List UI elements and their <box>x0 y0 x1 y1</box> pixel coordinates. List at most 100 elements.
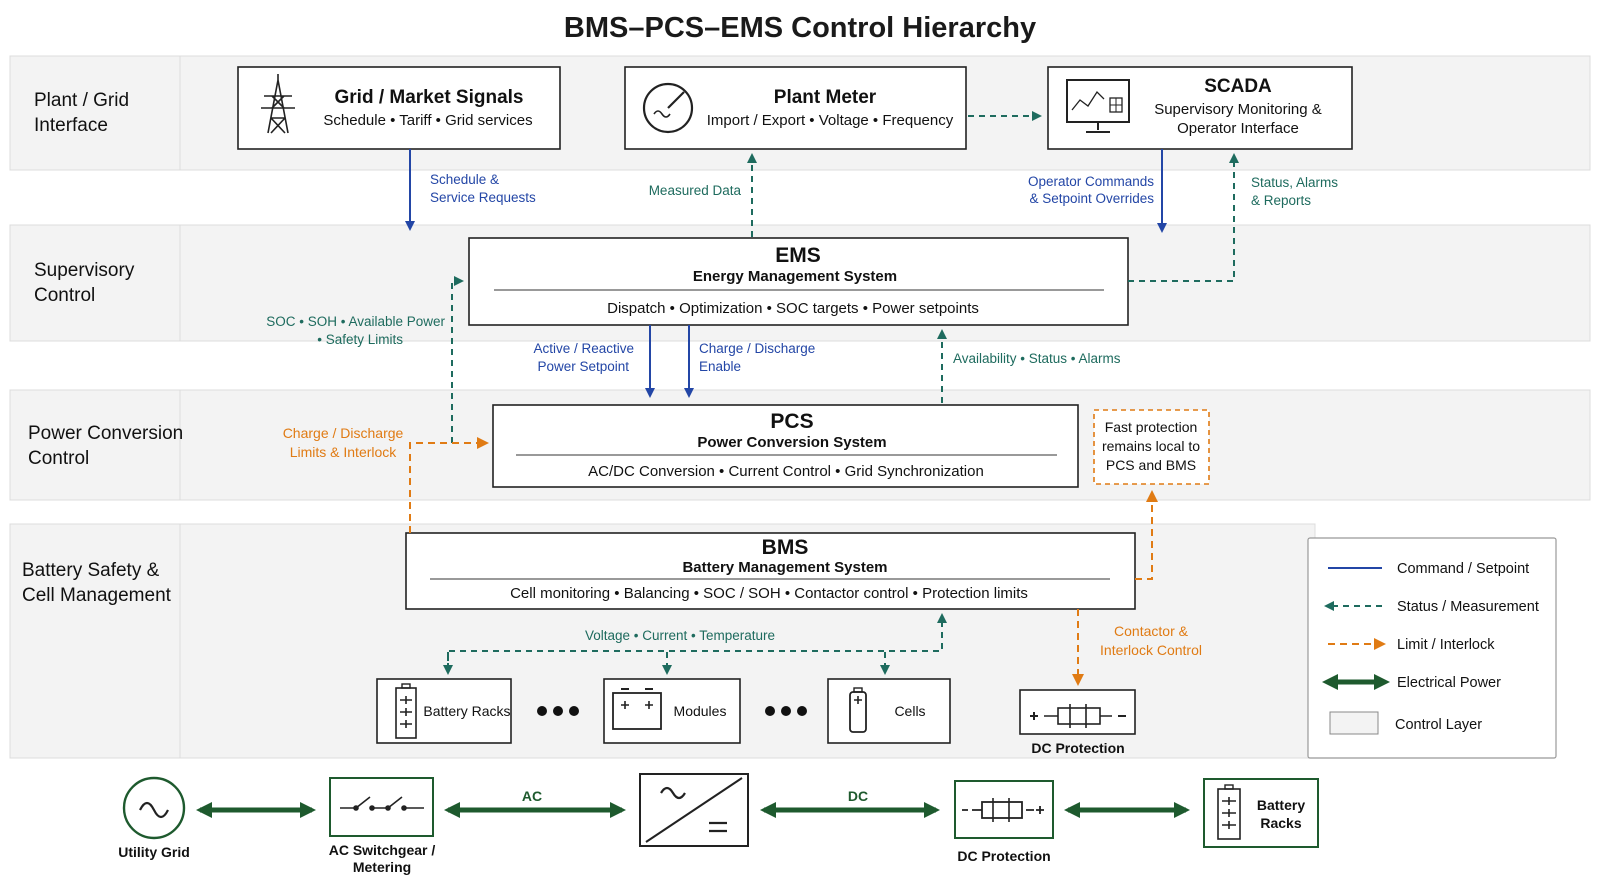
plant-meter-box[interactable]: Plant Meter Import / Export • Voltage • … <box>624 66 967 150</box>
diagram-title: BMS–PCS–EMS Control Hierarchy <box>564 12 1036 44</box>
label-schedule-2: Service Requests <box>430 190 536 205</box>
battery-rack-icon <box>395 683 417 739</box>
dc-protection-box[interactable]: DC Protection <box>1019 689 1136 756</box>
cells-label: Cells <box>894 703 925 719</box>
layer-label-plant-2: Interface <box>34 115 108 136</box>
arrow-status-alarms <box>1128 153 1239 282</box>
grid-signals-box[interactable]: Grid / Market Signals Schedule • Tariff … <box>237 66 561 150</box>
bms-title: BMS <box>762 536 809 559</box>
label-status-alarms-2: & Reports <box>1251 193 1311 208</box>
battery-module-icon <box>612 688 662 730</box>
modules-box[interactable]: Modules <box>603 678 741 744</box>
converter-node[interactable] <box>639 773 749 847</box>
label-measured-data: Measured Data <box>649 183 742 198</box>
legend-command-label: Command / Setpoint <box>1397 561 1529 577</box>
label-schedule-1: Schedule & <box>430 172 499 187</box>
dc-protection-power-label: DC Protection <box>957 848 1050 864</box>
ellipsis-1 <box>537 706 579 716</box>
battery-racks-box[interactable]: Battery Racks <box>376 678 512 744</box>
power-path: Utility Grid AC Switchgear / Metering AC <box>118 773 1319 875</box>
switchgear-label-1: AC Switchgear / <box>329 842 436 858</box>
label-charge-limits-1: Charge / Discharge <box>283 425 404 441</box>
label-availability: Availability • Status • Alarms <box>953 351 1121 366</box>
battery-racks-power-node[interactable]: Battery Racks <box>1203 778 1319 848</box>
grid-signals-sub: Schedule • Tariff • Grid services <box>323 112 532 129</box>
scada-box[interactable]: SCADA Supervisory Monitoring & Operator … <box>1047 66 1353 150</box>
arrow-bms-fast-protection <box>1135 490 1158 580</box>
battery-cell-icon <box>849 687 867 733</box>
battery-power-label-1: Battery <box>1257 797 1305 813</box>
utility-grid-label: Utility Grid <box>118 844 190 860</box>
scada-title: SCADA <box>1204 76 1272 97</box>
pcs-title: PCS <box>770 410 813 433</box>
ems-functions: Dispatch • Optimization • SOC targets • … <box>607 300 979 317</box>
ems-title: EMS <box>775 244 821 267</box>
label-active-reactive-2: Power Setpoint <box>537 359 629 374</box>
fast-protection-note: Fast protection remains local to PCS and… <box>1093 409 1210 485</box>
plant-meter-title: Plant Meter <box>774 87 877 108</box>
label-charge-enable-1: Charge / Discharge <box>699 341 815 356</box>
fast-protection-line-1: Fast protection <box>1105 419 1198 435</box>
layer-label-battery-2: Cell Management <box>22 585 172 606</box>
cells-box[interactable]: Cells <box>827 678 951 744</box>
dc-label: DC <box>848 788 868 804</box>
switch-icon <box>340 796 424 811</box>
layer-label-supervisory-2: Control <box>34 285 95 306</box>
ac-dc-converter-icon <box>645 777 743 843</box>
label-contactor-1: Contactor & <box>1114 623 1189 639</box>
label-soc-soh-1: SOC • SOH • Available Power <box>266 314 445 329</box>
label-operator-2: & Setpoint Overrides <box>1029 191 1154 206</box>
dc-protection-power-node[interactable]: DC Protection <box>954 780 1054 864</box>
meter-gauge-icon <box>642 82 694 134</box>
switchgear-label-2: Metering <box>353 859 411 875</box>
grid-signals-title: Grid / Market Signals <box>335 87 524 108</box>
label-active-reactive-1: Active / Reactive <box>533 341 634 356</box>
battery-power-label-2: Racks <box>1260 815 1301 831</box>
label-contactor-2: Interlock Control <box>1100 642 1202 658</box>
switchgear-node[interactable]: AC Switchgear / Metering <box>329 777 436 875</box>
fuse-icon <box>1030 704 1126 728</box>
legend-status-label: Status / Measurement <box>1397 599 1539 615</box>
modules-label: Modules <box>674 703 727 719</box>
arrow-vct-bus <box>447 613 947 672</box>
arrow-charge-limits <box>409 437 489 533</box>
battery-rack-icon <box>1217 784 1241 840</box>
plant-meter-sub: Import / Export • Voltage • Frequency <box>707 112 954 129</box>
ac-wave-icon <box>139 801 169 819</box>
ems-subtitle: Energy Management System <box>693 268 897 285</box>
legend-layer-swatch <box>1329 711 1379 735</box>
monitor-chart-icon <box>1066 79 1130 133</box>
label-operator-1: Operator Commands <box>1028 174 1154 189</box>
battery-racks-label: Battery Racks <box>423 703 510 719</box>
scada-sub-2: Operator Interface <box>1177 120 1299 137</box>
label-soc-soh-2: • Safety Limits <box>317 332 403 347</box>
utility-grid-node[interactable]: Utility Grid <box>118 776 190 860</box>
bms-functions: Cell monitoring • Balancing • SOC / SOH … <box>510 585 1028 602</box>
fuse-icon <box>962 798 1044 822</box>
layer-label-plant-1: Plant / Grid <box>34 90 129 111</box>
layer-label-power-1: Power Conversion <box>28 423 183 444</box>
pcs-functions: AC/DC Conversion • Current Control • Gri… <box>588 463 984 480</box>
bms-box[interactable]: BMS Battery Management System Cell monit… <box>405 532 1136 610</box>
label-charge-limits-2: Limits & Interlock <box>290 444 398 460</box>
ems-box[interactable]: EMS Energy Management System Dispatch • … <box>468 237 1129 326</box>
ac-label: AC <box>522 788 542 804</box>
fast-protection-line-3: PCS and BMS <box>1106 457 1196 473</box>
layer-label-battery-1: Battery Safety & <box>22 560 160 581</box>
pcs-subtitle: Power Conversion System <box>697 434 886 451</box>
transmission-tower-icon <box>261 74 295 134</box>
legend-limit-label: Limit / Interlock <box>1397 637 1495 653</box>
layer-label-power-2: Control <box>28 448 89 469</box>
label-charge-enable-2: Enable <box>699 359 741 374</box>
legend-layer-label: Control Layer <box>1395 717 1482 733</box>
scada-sub-1: Supervisory Monitoring & <box>1154 101 1322 118</box>
legend-power-label: Electrical Power <box>1397 675 1501 691</box>
fast-protection-line-2: remains local to <box>1102 438 1200 454</box>
label-status-alarms-1: Status, Alarms <box>1251 175 1338 190</box>
ellipsis-2 <box>765 706 807 716</box>
pcs-box[interactable]: PCS Power Conversion System AC/DC Conver… <box>492 404 1079 488</box>
arrow-soc-soh <box>451 276 464 443</box>
legend: Command / Setpoint Status / Measurement … <box>1307 537 1557 759</box>
dc-protection-label: DC Protection <box>1031 740 1124 756</box>
